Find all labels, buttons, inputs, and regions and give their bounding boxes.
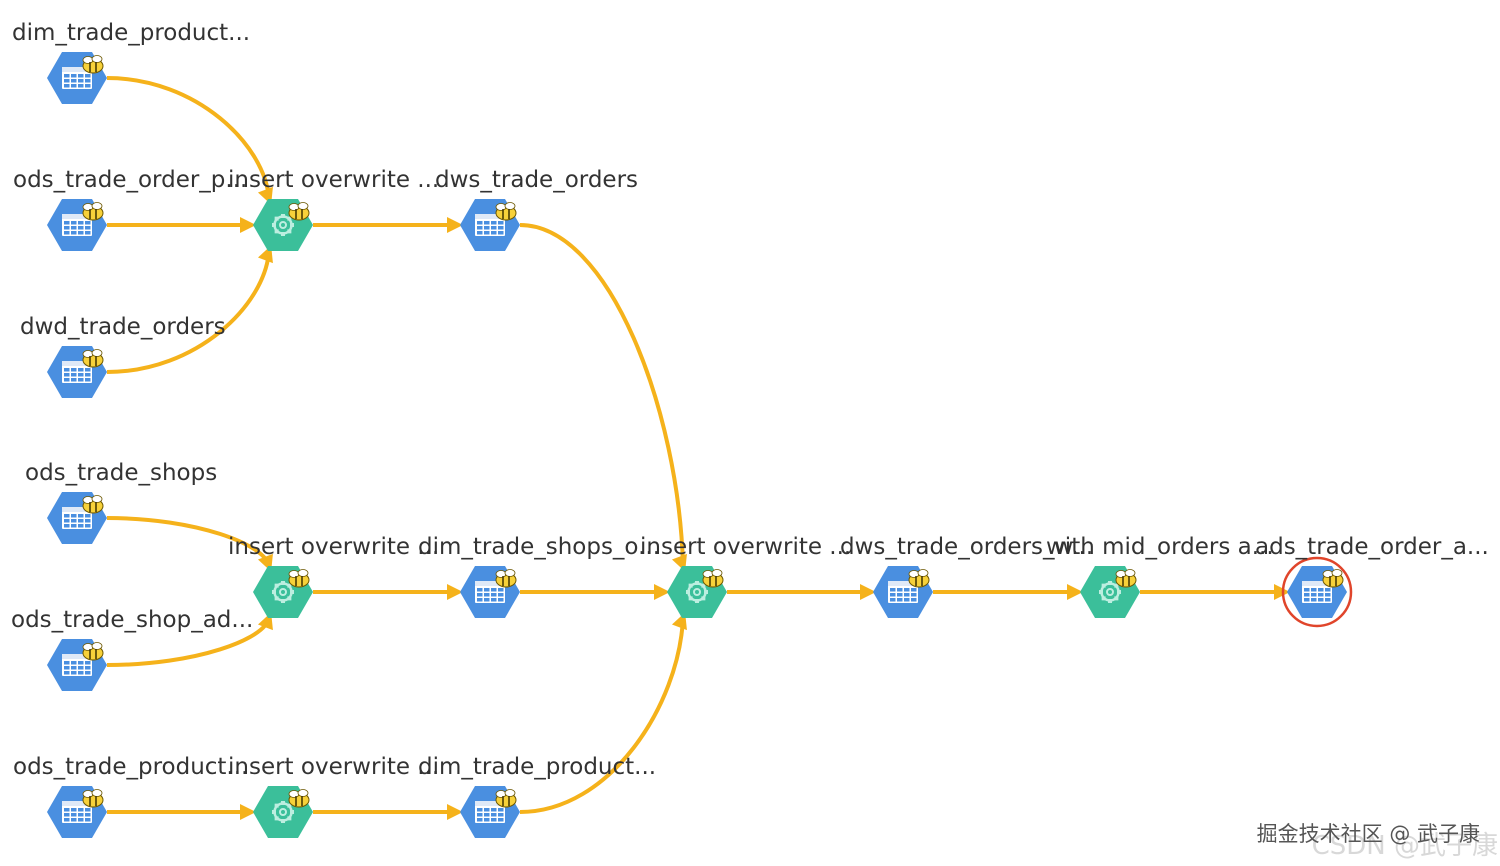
hive-bee-icon (495, 569, 517, 588)
node-label-op4: with mid_orders a... (1046, 534, 1274, 560)
edges-layer (106, 76, 1290, 820)
arrowhead (860, 584, 876, 600)
table-grid-icon (62, 654, 92, 676)
node-label-dws_trade_orders: dws_trade_orders (435, 167, 638, 193)
table-node-ods_trade_product[interactable] (47, 786, 107, 838)
node-label-dwd_trade_orders: dwd_trade_orders (20, 314, 226, 340)
watermark-background-text: CSDN @武子康 (1311, 831, 1498, 861)
table-grid-icon (475, 214, 505, 236)
node-label-ods_trade_product: ods_trade_product... (13, 754, 248, 780)
hive-bee-icon (82, 55, 104, 74)
arrowhead (447, 217, 463, 233)
watermark-text: 掘金技术社区 @ 武子康 (1256, 822, 1480, 846)
selection-ring (1281, 556, 1353, 628)
node-label-dim_trade_product_b: dim_trade_product... (418, 754, 656, 780)
table-grid-icon (888, 581, 918, 603)
hive-bee-icon (288, 789, 310, 808)
table-grid-icon (62, 507, 92, 529)
hive-bee-icon (495, 789, 517, 808)
edge-dim_trade_product-to-op1 (106, 76, 271, 200)
hive-bee-icon (288, 202, 310, 221)
table-node-dim_trade_product[interactable] (47, 52, 107, 104)
nodes-layer (47, 52, 1353, 838)
hive-bee-icon (82, 789, 104, 808)
table-grid-icon (475, 801, 505, 823)
process-node-op4[interactable] (1080, 566, 1140, 618)
table-node-dim_trade_shops_o[interactable] (460, 566, 520, 618)
table-grid-icon (1302, 581, 1332, 603)
edge-dws_trade_orders-to-op3 (519, 223, 685, 567)
gear-icon (272, 581, 294, 603)
arrowhead (1067, 584, 1083, 600)
hive-bee-icon (82, 349, 104, 368)
node-label-ods_trade_shop_ad: ods_trade_shop_ad... (11, 607, 253, 633)
edge-dim_trade_product_b-to-op3 (519, 617, 685, 814)
arrowhead (654, 584, 670, 600)
gear-icon (686, 581, 708, 603)
node-label-op3: insert overwrite ... (640, 534, 851, 560)
process-node-op2[interactable] (253, 566, 313, 618)
process-node-op1[interactable] (253, 199, 313, 251)
gear-icon (272, 214, 294, 236)
hive-bee-icon (82, 202, 104, 221)
table-node-dwd_trade_orders[interactable] (47, 346, 107, 398)
gear-icon (1099, 581, 1121, 603)
node-label-ods_trade_order_p: ods_trade_order_p... (13, 167, 247, 193)
node-label-dws_trade_orders_w: dws_trade_orders_w... (840, 534, 1093, 560)
hive-bee-icon (702, 569, 724, 588)
hive-bee-icon (495, 202, 517, 221)
table-grid-icon (475, 581, 505, 603)
process-node-op3[interactable] (667, 566, 727, 618)
node-label-dim_trade_shops_o: dim_trade_shops_o... (418, 534, 660, 560)
gear-icon (272, 801, 294, 823)
node-label-op2: insert overwrite ... (228, 534, 439, 560)
arrowhead (447, 584, 463, 600)
process-node-op5[interactable] (253, 786, 313, 838)
node-label-op1: insert overwrite ... (228, 167, 439, 193)
hive-bee-icon (82, 642, 104, 661)
table-grid-icon (62, 361, 92, 383)
table-node-ods_trade_shop_ad[interactable] (47, 639, 107, 691)
node-label-op5: insert overwrite ... (228, 754, 439, 780)
table-node-ads_trade_order_a[interactable] (1281, 556, 1353, 628)
table-grid-icon (62, 67, 92, 89)
hive-bee-icon (1115, 569, 1137, 588)
hive-bee-icon (82, 495, 104, 514)
node-label-ads_trade_order_a: ads_trade_order_a... (1255, 534, 1489, 560)
edge-dwd_trade_orders-to-op1 (106, 250, 271, 374)
table-node-dim_trade_product_b[interactable] (460, 786, 520, 838)
table-node-ods_trade_order_p[interactable] (47, 199, 107, 251)
hive-bee-icon (908, 569, 930, 588)
table-node-dws_trade_orders[interactable] (460, 199, 520, 251)
hive-bee-icon (1322, 569, 1344, 588)
node-label-ods_trade_shops: ods_trade_shops (25, 460, 217, 486)
labels-layer: dim_trade_product... ods_trade_order_p...… (11, 20, 1489, 780)
arrowhead (240, 217, 256, 233)
table-node-dws_trade_orders_w[interactable] (873, 566, 933, 618)
table-grid-icon (62, 214, 92, 236)
node-label-dim_trade_product: dim_trade_product... (12, 20, 250, 46)
arrowhead (240, 804, 256, 820)
hive-bee-icon (288, 569, 310, 588)
arrowhead (447, 804, 463, 820)
table-grid-icon (62, 801, 92, 823)
table-node-ods_trade_shops[interactable] (47, 492, 107, 544)
